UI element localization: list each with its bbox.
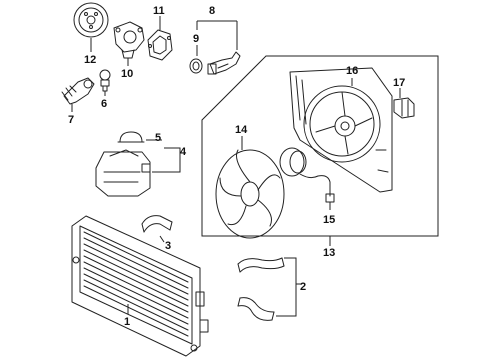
coolant-reservoir [95,149,151,197]
callout-12: 12 [84,54,96,66]
callout-11: 11 [153,5,165,17]
thermostat-sensor [99,69,111,92]
radiator-fin-line [83,243,189,295]
radiator-fin-line [83,261,189,313]
callout-8: 8 [209,5,215,17]
radiator [71,215,209,357]
radiator-fins [83,231,189,337]
callout-7: 7 [68,114,74,126]
radiator-fin-line [83,231,189,283]
callout-9: 9 [193,33,199,45]
radiator-fin-line [83,267,189,319]
radiator-fin-line [83,255,189,307]
resistor [393,97,415,119]
radiator-fin-line [83,285,189,337]
upper-hose [141,215,173,233]
callout-16: 16 [346,65,358,77]
radiator-fin-line [83,273,189,325]
callout-6: 6 [101,98,107,110]
callout-5: 5 [155,132,161,144]
callout-2: 2 [300,281,306,293]
radiator-fin-line [83,237,189,289]
fan-motor [279,147,335,203]
radiator-fin-line [83,249,189,301]
callout-14: 14 [235,124,248,136]
water-pump [113,21,145,59]
callout-4: 4 [180,146,187,158]
pump-pulley [73,2,109,38]
callout-1: 1 [124,316,130,328]
fan-shroud [289,67,393,193]
callout-13: 13 [323,247,335,259]
fan-assembly-outline [201,55,439,237]
fan-blade [215,149,285,239]
callout-3: 3 [165,240,171,252]
callout-17: 17 [393,77,405,89]
reservoir-cap [117,131,145,143]
heater-hose-connector [207,51,241,75]
pump-gasket [147,29,173,61]
callout-10: 10 [121,68,133,80]
callout-15: 15 [323,214,335,226]
radiator-fin-line [83,279,189,331]
thermostat-housing [61,77,95,105]
radiator-hoses [237,257,285,321]
o-ring [189,58,203,74]
